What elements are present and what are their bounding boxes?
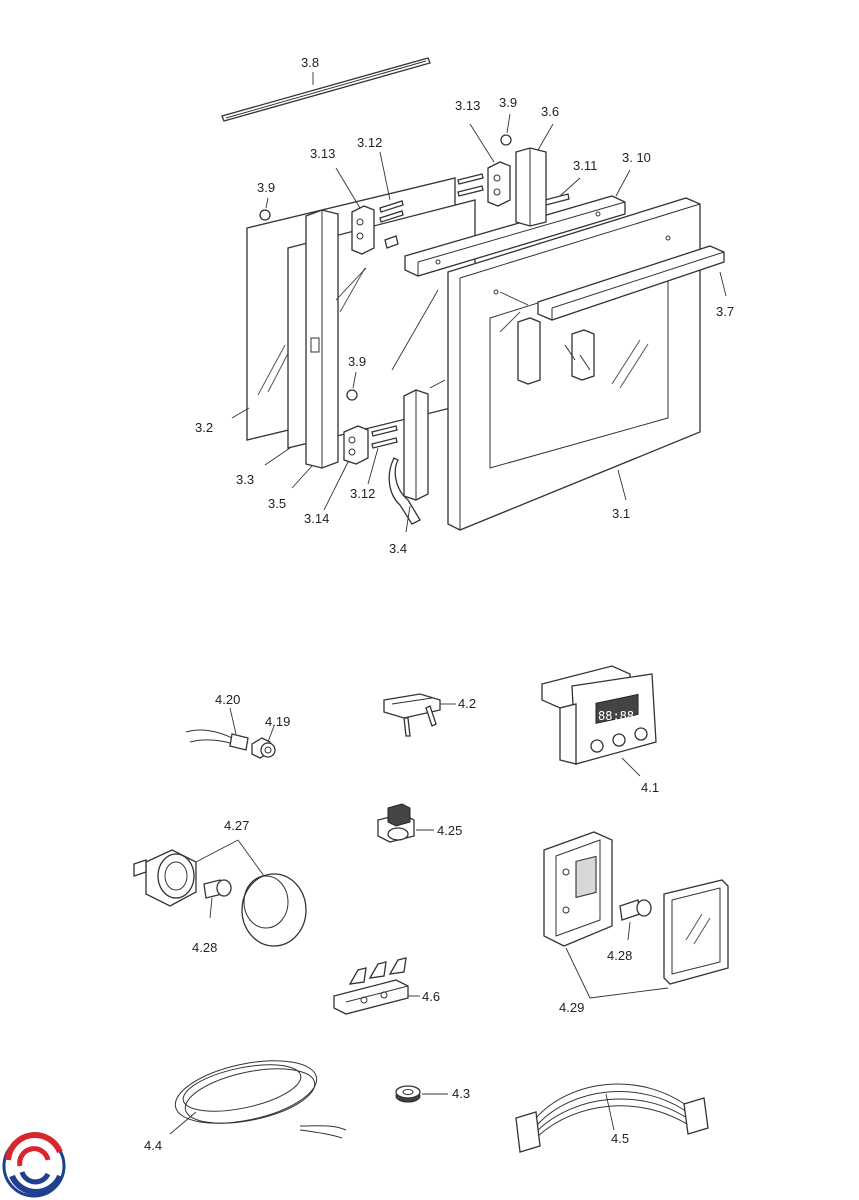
part-3-12-screws-lower — [367, 425, 398, 485]
label-3-5: 3.5 — [268, 496, 286, 511]
part-4-20-lamp-wires — [185, 707, 249, 751]
label-4-28-left: 4.28 — [192, 940, 217, 955]
label-3-12-top: 3.12 — [357, 135, 382, 150]
label-3-7: 3.7 — [716, 304, 734, 319]
label-3-6: 3.6 — [541, 104, 559, 119]
part-3-6-right-hinge-profile — [515, 123, 554, 227]
part-3-4-hinge-through-door — [517, 317, 595, 385]
part-3-14-lower-hinge-block — [323, 425, 369, 511]
label-4-5: 4.5 — [611, 1131, 629, 1146]
label-3-9-left: 3.9 — [257, 180, 275, 195]
part-3-12-screws-upper — [379, 151, 404, 223]
part-4-6-terminal-block — [333, 957, 420, 1015]
part-4-27-control-knob-assembly — [133, 839, 307, 947]
part-3-9-screw-lower — [346, 371, 358, 401]
label-4-27: 4.27 — [224, 818, 249, 833]
part-4-2-fixing-bracket — [383, 693, 456, 737]
part-4-28-lamp-bulb-right — [619, 899, 652, 941]
part-4-29-side-lamp-housing — [543, 831, 669, 999]
label-4-2: 4.2 — [458, 696, 476, 711]
label-3-2: 3.2 — [195, 420, 213, 435]
label-4-28-right: 4.28 — [607, 948, 632, 963]
part-3-13-hinge-block-left — [335, 167, 375, 255]
door-assembly-labels: 3.8 3.13 3.9 3.6 3.13 3.12 3.11 3. 10 3.… — [195, 55, 734, 556]
label-4-19: 4.19 — [265, 714, 290, 729]
label-3-9-lower: 3.9 — [348, 354, 366, 369]
timer-display-digits: 88:88 — [598, 709, 634, 723]
part-3-4-door-hinge — [388, 389, 429, 533]
part-3-8-door-rod — [221, 57, 431, 122]
label-4-1: 4.1 — [641, 780, 659, 795]
part-3-11-screw — [384, 177, 581, 249]
label-3-11: 3.11 — [573, 158, 597, 173]
label-3-13-left: 3.13 — [310, 146, 335, 161]
part-4-19-lamp-holder — [251, 725, 276, 759]
part-4-28-lamp-bulb-left — [203, 879, 232, 919]
part-4-25-thermostat-relay — [377, 803, 434, 843]
label-3-9-top: 3.9 — [499, 95, 517, 110]
part-4-4-power-cable — [169, 1060, 347, 1139]
label-4-25: 4.25 — [437, 823, 462, 838]
part-3-7-door-handle — [537, 245, 727, 321]
part-4-29-lamp-glass-cover — [663, 879, 729, 985]
label-3-3: 3.3 — [236, 472, 254, 487]
part-4-5-wiring-harness — [515, 1083, 709, 1153]
electrical-parts-labels: 4.20 4.19 4.2 4.1 4.27 4.25 4.28 4.28 4.… — [144, 692, 659, 1153]
part-3-5-left-door-profile — [291, 209, 339, 489]
part-3-9-screw-left — [259, 197, 271, 221]
assembly-guide-lines — [335, 267, 529, 389]
label-3-14: 3.14 — [304, 511, 329, 526]
label-3-4: 3.4 — [389, 541, 407, 556]
label-3-1: 3.1 — [612, 506, 630, 521]
label-3-10: 3. 10 — [622, 150, 651, 165]
label-3-8: 3.8 — [301, 55, 319, 70]
brand-logo-icon — [2, 1132, 66, 1198]
part-3-13-hinge-block-right — [457, 123, 511, 207]
label-4-3: 4.3 — [452, 1086, 470, 1101]
part-4-3-grommet — [395, 1085, 448, 1103]
label-4-29: 4.29 — [559, 1000, 584, 1015]
label-4-4: 4.4 — [144, 1138, 162, 1153]
label-3-12-lower: 3.12 — [350, 486, 375, 501]
label-3-13-top: 3.13 — [455, 98, 480, 113]
part-4-1-electronic-timer: 88:88 — [541, 665, 657, 777]
part-3-10-top-door-profile — [404, 169, 631, 277]
label-4-6: 4.6 — [422, 989, 440, 1004]
part-3-9-screw-top — [500, 113, 512, 146]
label-4-20: 4.20 — [215, 692, 240, 707]
